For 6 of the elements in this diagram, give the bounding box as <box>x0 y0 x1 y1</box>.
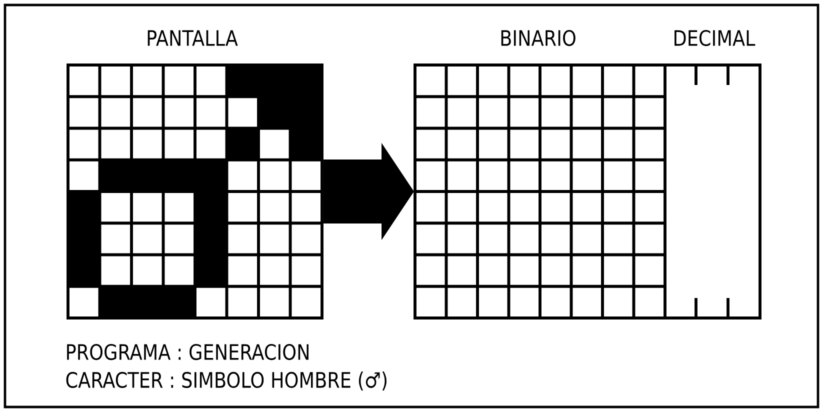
block-arrow <box>323 142 414 240</box>
column-heading: DECIMAL <box>674 30 756 46</box>
caption-line: PROGRAMA : GENERACION <box>67 344 308 360</box>
caption-line: CARACTER : SIMBOLO HOMBRE (♂) <box>66 372 386 390</box>
column-heading: BINARIO <box>501 30 576 46</box>
column-heading: PANTALLA <box>148 30 238 46</box>
